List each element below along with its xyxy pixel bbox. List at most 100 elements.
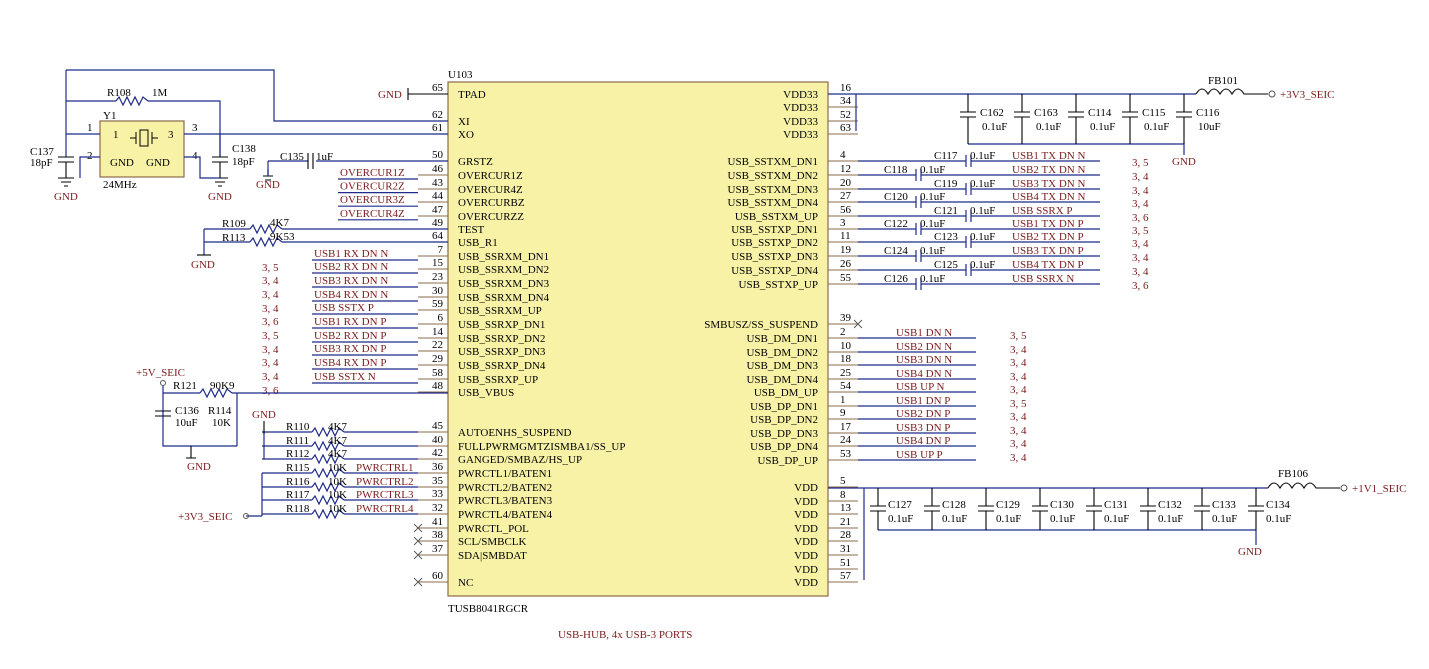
pin-name: VDD: [794, 509, 818, 521]
pin-name: OVERCURBZ: [458, 197, 525, 209]
dm-dp-net-label: USB4 DN N: [896, 368, 952, 380]
tx-cap-ref: C123: [934, 231, 958, 243]
dm-dp-net-label: USB2 DN N: [896, 341, 952, 353]
rx-sheet-ref: 3, 4: [262, 275, 279, 287]
pin-number: 32: [432, 502, 443, 514]
pin-name: USB_DP_DN4: [750, 441, 818, 453]
dm-dp-net-label: USB4 DN P: [896, 435, 950, 447]
no-connect-marker: [413, 523, 423, 533]
wire-vbus: [162, 386, 448, 447]
tx-sheet-ref: 3, 4: [1132, 238, 1149, 250]
r114-value: 10K: [212, 417, 231, 429]
pwrctrl-net-label: PWRCTRL2: [356, 476, 413, 488]
pin-name: GANGED/SMBAZ/HS_UP: [458, 454, 582, 466]
cap-ref: C130: [1050, 499, 1074, 511]
pin-name: USB_SSTXM_DN1: [728, 156, 818, 168]
strap-resistor-value: 10K: [328, 476, 347, 488]
r109-ref: R109: [222, 218, 246, 230]
tx-wire: [858, 183, 1100, 195]
p3v3-left-label: +3V3_SEIC: [178, 511, 232, 523]
strap-resistor-ref: R110: [286, 421, 310, 433]
cap-ref: C127: [888, 499, 912, 511]
rx-sheet-ref: 3, 4: [262, 371, 279, 383]
strap-bus: [246, 432, 265, 517]
tx-sheet-ref: 3, 4: [1132, 171, 1149, 183]
resistor-r108: [115, 95, 149, 107]
tx-wire: [858, 169, 1100, 181]
pin-name: USB_VBUS: [458, 387, 514, 399]
overcur-net-label: OVERCUR3Z: [340, 194, 405, 206]
dm-dp-sheet-ref: 3, 4: [1010, 371, 1027, 383]
pin-name: PWRCTL3/BATEN3: [458, 495, 553, 507]
cap-value: 0.1uF: [982, 121, 1007, 133]
dm-dp-sheet-ref: 3, 4: [1010, 384, 1027, 396]
pin-name: PWRCTL2/BATEN2: [458, 482, 552, 494]
pin-name: USB_DP_DN1: [750, 401, 818, 413]
pin-name: USB_SSRXP_DN1: [458, 319, 545, 331]
tx-cap-ref: C122: [884, 218, 908, 230]
overcur-net-label: OVERCUR4Z: [340, 208, 405, 220]
pin-name: USB_DM_DN4: [746, 374, 818, 386]
strap-resistor-symbol: [311, 508, 345, 520]
dm-dp-sheet-ref: 3, 4: [1010, 344, 1027, 356]
cap-ref: C162: [980, 107, 1004, 119]
tx-net-label: USB1 TX DN P: [1012, 218, 1084, 230]
c135-value: 1uF: [316, 151, 333, 163]
pin-name: USB_SSRXP_DN2: [458, 333, 545, 345]
strap-resistor-symbol: [311, 481, 345, 493]
pin-number: 47: [432, 204, 444, 216]
vdd33-capacitors: C1620.1uFC1630.1uFC1140.1uFC1150.1uFC116…: [960, 94, 1221, 155]
pin-number: 58: [432, 367, 444, 379]
pin-number: 6: [438, 312, 444, 324]
tx-cap-value: 0.1uF: [920, 245, 945, 257]
dm-dp-sheet-ref: 3, 5: [1010, 330, 1027, 342]
pin-number: 15: [432, 257, 444, 269]
rx-sheet-ref: 3, 4: [262, 357, 279, 369]
tx-sheet-ref: 3, 4: [1132, 198, 1149, 210]
pin-number: 2: [840, 326, 846, 338]
pin-number: 3: [840, 217, 846, 229]
pin-name: USB_SSRXM_DN4: [458, 292, 550, 304]
pin-number: 55: [840, 272, 852, 284]
resistor-r121: [199, 387, 233, 399]
tx-net-label: USB2 TX DN N: [1012, 164, 1086, 176]
r121-value: 90K9: [210, 380, 235, 392]
pin-name: VDD33: [783, 89, 818, 101]
pin-name: USB_SSTXP_DN1: [731, 224, 818, 236]
pin-number: 26: [840, 258, 852, 270]
r113-ref: R113: [222, 232, 246, 244]
tx-sheet-ref: 3, 6: [1132, 212, 1149, 224]
tx-wire: [858, 250, 1100, 262]
pin-number: 61: [432, 122, 443, 134]
pin-number: 46: [432, 163, 444, 175]
r114-ref: R114: [208, 405, 232, 417]
c137-value: 18pF: [30, 157, 53, 169]
pin-name: USB_DM_DN2: [746, 347, 818, 359]
pin-number: 57: [840, 570, 852, 582]
cap-symbol: [1176, 94, 1192, 144]
gnd-divider: GND: [187, 461, 211, 473]
gnd-vdd33: GND: [1172, 156, 1196, 168]
pin-name: TPAD: [458, 89, 486, 101]
pin-number: 28: [840, 529, 852, 541]
pin-number: 44: [432, 190, 444, 202]
gnd-c137: GND: [54, 191, 78, 203]
strap-resistor-ref: R111: [286, 435, 309, 447]
